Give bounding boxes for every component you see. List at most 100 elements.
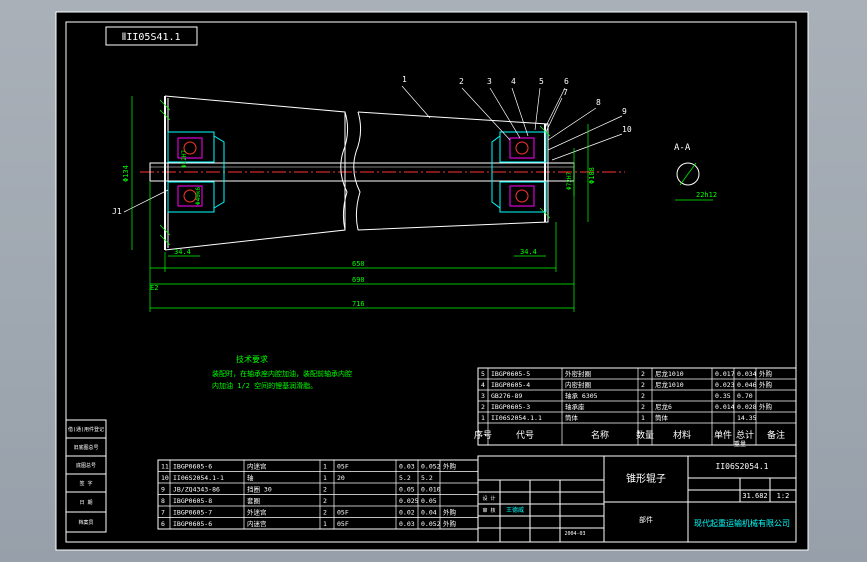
bom-cell: 尼龙6 (655, 402, 672, 411)
bom-cell: II06S2054.1-1 (173, 474, 224, 482)
bom-cell: 轴 (247, 473, 254, 482)
bom-cell: 外购 (443, 508, 457, 517)
bom-cell: 0.05 (399, 486, 415, 494)
bom-cell: 7 (161, 509, 165, 517)
svg-text:签 字: 签 字 (79, 480, 92, 487)
title-mass: 31.682 (742, 492, 767, 500)
tech-line-2: 内加油 1/2 空间的锂基润滑脂。 (212, 381, 317, 390)
dim-left-bore: Φ72H7 (181, 150, 188, 168)
svg-text:日 期: 日 期 (79, 500, 92, 506)
dim-total: 716 (352, 300, 365, 308)
bom-cell: 1 (323, 474, 327, 482)
bom-cell: 1 (481, 414, 485, 422)
section-view (676, 162, 700, 186)
bom-cell: 14.35 (737, 414, 757, 422)
callout-3: 3 (487, 77, 492, 86)
dim-inner: 650 (352, 260, 365, 268)
outer-border (55, 11, 809, 551)
bearing-housing-left (167, 131, 225, 213)
bom-cell: 0.03 (399, 520, 415, 528)
bom-header-sub: 重量 (734, 440, 746, 448)
bom-cell: 5 (481, 370, 485, 378)
bom-cell: 2 (641, 381, 645, 389)
bom-cell: 0.023 (715, 381, 735, 389)
role-reviewer: 审 核 (482, 507, 495, 514)
bom-cell: 05F (337, 463, 349, 471)
bom-header-cell: 数量 (636, 429, 654, 441)
bom-cell: 5.2 (421, 474, 433, 482)
bom-cell: 0.03 (399, 463, 415, 471)
bom-cell: IBGP0605-6 (173, 520, 212, 528)
dim-left-bore2: Φ40k6 (195, 187, 202, 205)
dim-e2: E2 (150, 284, 158, 292)
bom-cell: 内迷宫 (247, 462, 267, 471)
bom-cell: 外购 (443, 462, 457, 471)
bom-cell: 05F (337, 509, 349, 517)
bom-cell: 5.2 (399, 474, 411, 482)
dim-right-bore: Φ72H7 (566, 172, 573, 190)
callout-5: 5 (539, 77, 544, 86)
bom-cell: 11 (161, 463, 169, 471)
callout-4: 4 (511, 77, 516, 86)
dim-hub-left: 34.4 (174, 248, 191, 256)
left-strip: 借(通)用件登记 旧底图总号 底图总号 签 字 日 期 档案员 (65, 419, 107, 533)
bom-cell: 0.034 (737, 370, 757, 378)
bom-cell: 0.028 (737, 403, 757, 411)
bom-header-cell: 序号 (474, 429, 492, 441)
bom-cell: 2 (641, 392, 645, 400)
hatch-right (539, 125, 551, 219)
section-hatch (679, 162, 697, 186)
code-box (105, 26, 198, 46)
tech-line-1: 装配时，在轴承座内腔加油，装配前轴承内腔 (212, 369, 352, 378)
svg-text:档案员: 档案员 (78, 519, 93, 526)
bom-cell: 2 (641, 403, 645, 411)
bom-header-cell: 名称 (591, 429, 609, 441)
callout-2: 2 (459, 77, 464, 86)
dim-right-dia: Φ108 (588, 167, 596, 184)
bom-cell: 20 (337, 474, 345, 482)
part-label: 部件 (639, 515, 653, 524)
bom-cell: 4 (481, 381, 485, 389)
bom-cell: IBGP0605-7 (173, 509, 212, 517)
callout-leaders (123, 85, 623, 213)
bearing-housing-right (491, 131, 547, 213)
bom-cell: 外密封圈 (565, 369, 591, 378)
bom-cell: 外购 (759, 380, 773, 389)
bom-cell: 1 (323, 463, 327, 471)
bearing-ball-left-bottom (183, 189, 197, 203)
bom-cell: IBGP0605-6 (173, 463, 212, 471)
bom-cell: 挡圈 30 (247, 485, 272, 494)
tech-title: 技术要求 (236, 354, 268, 364)
bom-cell: 套圈 (247, 496, 260, 505)
bom-cell: 外购 (759, 402, 773, 411)
title-block (477, 455, 797, 543)
bom-cell: 2 (323, 486, 327, 494)
bom-header-cell: 备注 (767, 429, 785, 441)
bom-cell: 0.052 (421, 463, 441, 471)
designer-name: 王德威 (506, 506, 524, 514)
bom-cell: 内密封圈 (565, 380, 591, 389)
callout-9: 9 (622, 107, 627, 116)
bom-cell: 1 (641, 414, 645, 422)
bom-cell: 轴承 6305 (565, 391, 598, 400)
hatch-left (159, 99, 171, 246)
bom-header-cell: 总计 (736, 429, 754, 441)
bom-cell: 0.04 (421, 509, 437, 517)
callout-1: 1 (402, 75, 407, 84)
inner-border (65, 21, 797, 543)
bom-cell: 6 (161, 520, 165, 528)
bom-cell: IBGP0605-8 (173, 497, 212, 505)
svg-text:旧底图总号: 旧底图总号 (73, 444, 98, 451)
svg-text:借(通)用件登记: 借(通)用件登记 (68, 426, 104, 433)
bom-cell: 9 (161, 486, 165, 494)
callout-6: 6 (564, 77, 569, 86)
bom-header-cell: 单件 (714, 429, 732, 441)
dim-hub-right: 34.4 (520, 248, 537, 256)
svg-text:底图总号: 底图总号 (76, 462, 96, 469)
bom-cell: 0.02 (399, 509, 415, 517)
bom-header-cell: 材料 (673, 429, 691, 441)
bom-cell: 尼龙1010 (655, 369, 684, 378)
title-code: II06S2054.1 (716, 462, 769, 471)
